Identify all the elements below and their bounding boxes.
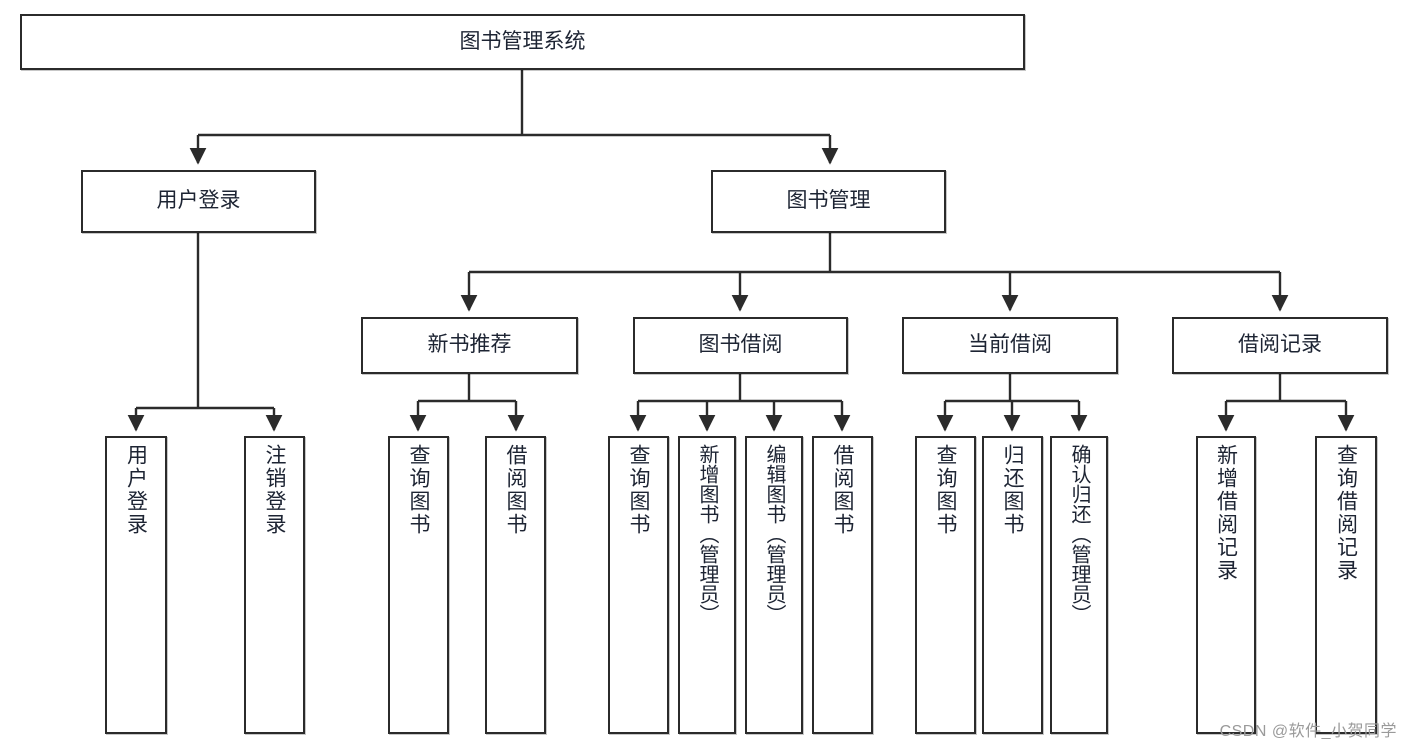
node-leaf-borrow-book-label: 借阅图书 xyxy=(831,444,854,536)
node-user-login[interactable]: 用户登录 xyxy=(81,170,316,233)
node-leaf-add-record-label: 新增借阅记录 xyxy=(1214,444,1238,582)
node-current-borrow[interactable]: 当前借阅 xyxy=(902,317,1118,374)
node-leaf-query-book-borrow-label: 查询图书 xyxy=(627,444,650,536)
node-leaf-logout[interactable]: 注销登录 xyxy=(244,436,305,734)
node-leaf-edit-book-label: 编辑图书（管理员） xyxy=(763,444,785,624)
node-leaf-query-book-cur-label: 查询图书 xyxy=(934,444,957,536)
node-borrow-record-label: 借阅记录 xyxy=(1238,333,1322,357)
node-leaf-borrow-book-rec[interactable]: 借阅图书 xyxy=(485,436,546,734)
node-leaf-query-book-cur[interactable]: 查询图书 xyxy=(915,436,976,734)
node-leaf-confirm-return-label: 确认归还（管理员） xyxy=(1068,444,1090,624)
node-leaf-query-book-rec[interactable]: 查询图书 xyxy=(388,436,449,734)
node-leaf-query-book-borrow[interactable]: 查询图书 xyxy=(608,436,669,734)
node-new-book-rec-label: 新书推荐 xyxy=(427,333,512,357)
node-book-borrow-label: 图书借阅 xyxy=(698,333,783,357)
node-leaf-add-record[interactable]: 新增借阅记录 xyxy=(1196,436,1256,734)
node-borrow-record[interactable]: 借阅记录 xyxy=(1172,317,1388,374)
node-book-manage-label: 图书管理 xyxy=(786,189,871,213)
node-leaf-return-book[interactable]: 归还图书 xyxy=(982,436,1043,734)
node-leaf-query-record-label: 查询借阅记录 xyxy=(1334,444,1358,582)
node-user-login-label: 用户登录 xyxy=(156,189,241,213)
node-leaf-borrow-book[interactable]: 借阅图书 xyxy=(812,436,873,734)
node-book-manage[interactable]: 图书管理 xyxy=(711,170,946,233)
node-new-book-rec[interactable]: 新书推荐 xyxy=(361,317,578,374)
node-leaf-edit-book[interactable]: 编辑图书（管理员） xyxy=(745,436,803,734)
node-current-borrow-label: 当前借阅 xyxy=(968,333,1052,357)
node-leaf-add-book[interactable]: 新增图书（管理员） xyxy=(678,436,736,734)
node-leaf-borrow-book-rec-label: 借阅图书 xyxy=(504,444,527,536)
node-leaf-user-login-label: 用户登录 xyxy=(124,444,148,536)
node-leaf-user-login[interactable]: 用户登录 xyxy=(105,436,167,734)
node-leaf-query-book-rec-label: 查询图书 xyxy=(407,444,430,536)
node-leaf-return-book-label: 归还图书 xyxy=(1001,444,1024,536)
node-root[interactable]: 图书管理系统 xyxy=(20,14,1025,70)
node-leaf-query-record[interactable]: 查询借阅记录 xyxy=(1315,436,1377,734)
csdn-watermark: CSDN @软件_小贺同学 xyxy=(1219,723,1397,740)
node-leaf-add-book-label: 新增图书（管理员） xyxy=(696,444,718,624)
node-book-borrow[interactable]: 图书借阅 xyxy=(633,317,848,374)
node-leaf-logout-label: 注销登录 xyxy=(263,444,286,536)
node-leaf-confirm-return[interactable]: 确认归还（管理员） xyxy=(1050,436,1108,734)
node-root-label: 图书管理系统 xyxy=(459,29,586,53)
